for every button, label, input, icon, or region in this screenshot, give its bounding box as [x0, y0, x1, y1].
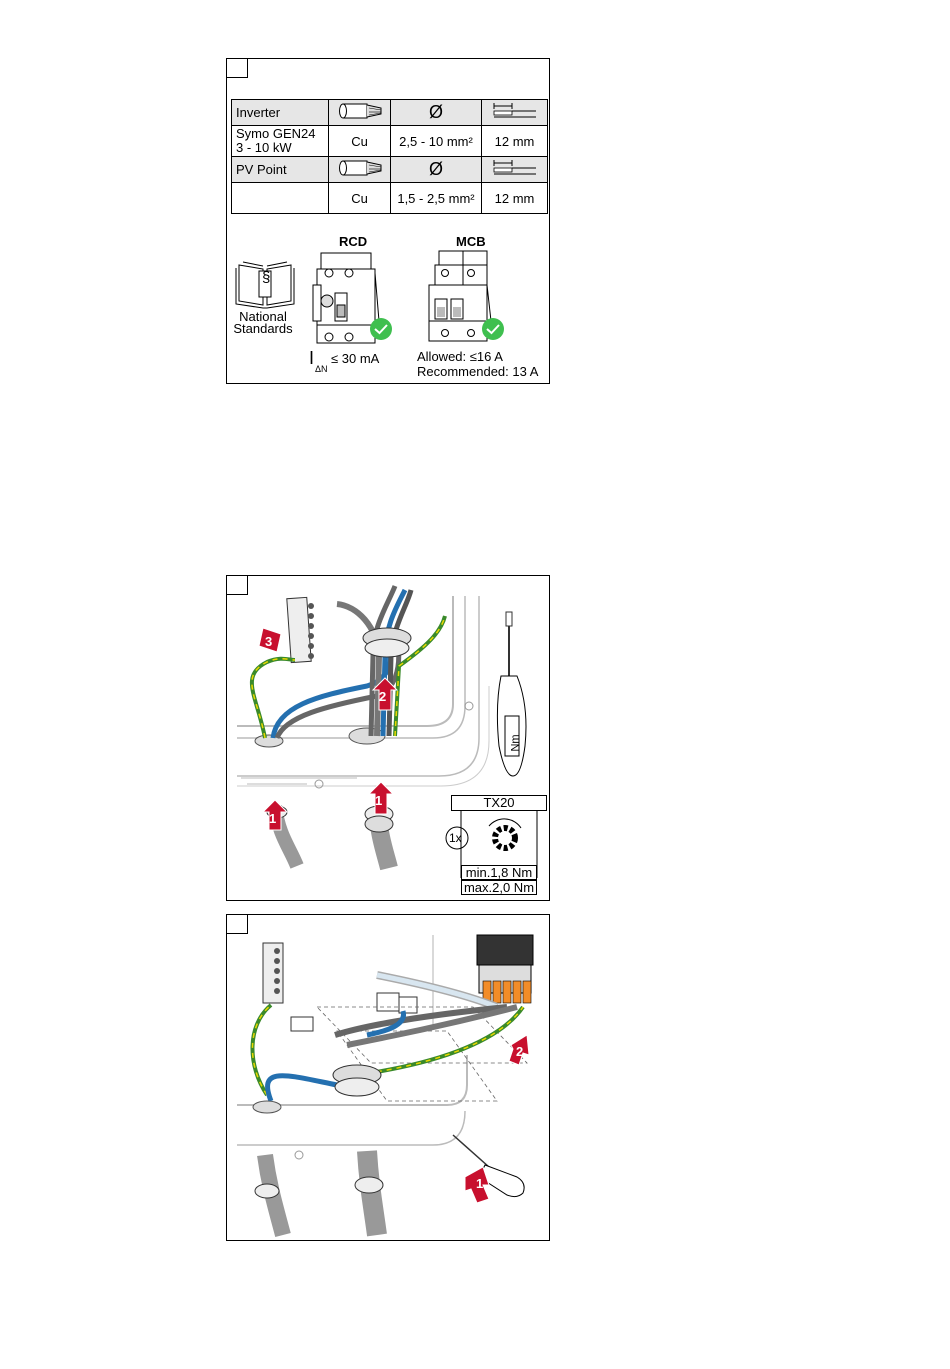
strip-length-icon [482, 100, 548, 126]
terminal-connection-illustration [227, 915, 550, 1241]
table-row: PV Point Ø [232, 157, 548, 183]
cross-section: 1,5 - 2,5 mm² [391, 183, 482, 214]
strip-length-icon [482, 157, 548, 183]
strip-length: 12 mm [482, 126, 548, 157]
mcb-recommended: Recommended: 13 A [417, 365, 538, 379]
table-row: Cu 1,5 - 2,5 mm² 12 mm [232, 183, 548, 214]
torque-min: min.1,8 Nm [461, 865, 537, 880]
count-label: 1x [449, 831, 462, 845]
diameter-symbol: Ø [391, 100, 482, 126]
cable-insertion-illustration [227, 576, 550, 901]
step-2: 2 [516, 1045, 523, 1059]
step-2: 2 [379, 690, 386, 704]
step-1: 1 [476, 1177, 483, 1191]
terminal-connection-panel: 1 2 [226, 914, 550, 1241]
cable-requirements-panel: Inverter Ø [226, 58, 550, 384]
rcd-title: RCD [339, 235, 367, 249]
table-row: Symo GEN24 3 - 10 kW Cu 2,5 - 10 mm² 12 … [232, 126, 548, 157]
rcd-check-icon [369, 317, 393, 341]
step-tab [226, 58, 248, 78]
cross-section: 2,5 - 10 mm² [391, 126, 482, 157]
device-label: Inverter [232, 100, 329, 126]
conductor-material: Cu [329, 183, 391, 214]
mcb-check-icon [481, 317, 505, 341]
device-model: Symo GEN24 3 - 10 kW [232, 126, 329, 157]
step-tab [226, 575, 248, 595]
step-1-right: 1 [375, 794, 382, 808]
step-tab [226, 914, 248, 934]
standards-line2: Standards [232, 322, 294, 336]
mcb-allowed: Allowed: ≤16 A [417, 350, 503, 364]
section-symbol: § [262, 271, 270, 285]
conductor-material: Cu [329, 126, 391, 157]
device-label: PV Point [232, 157, 329, 183]
step-1-left: 1 [269, 812, 276, 826]
cable-icon [329, 100, 391, 126]
device-model [232, 183, 329, 214]
strip-length: 12 mm [482, 183, 548, 214]
cable-spec-table: Inverter Ø [231, 99, 548, 214]
plug-terminal-icon [477, 935, 533, 1003]
diameter-symbol: Ø [391, 157, 482, 183]
rcd-rating: ≤ 30 mA [331, 352, 379, 366]
table-row: Inverter Ø [232, 100, 548, 126]
rcd-current-symbol: I [309, 351, 314, 365]
cable-insertion-panel: 1 1 2 3 Nm TX20 1x min.1,8 Nm max.2,0 Nm [226, 575, 550, 901]
torque-max: max.2,0 Nm [461, 880, 537, 895]
step-3: 3 [265, 635, 272, 649]
screwdriver-nm-label: Nm [509, 734, 523, 751]
cable-icon [329, 157, 391, 183]
torx-bit-label: TX20 [451, 795, 547, 811]
screwdriver-icon [453, 1135, 524, 1197]
mcb-title: MCB [456, 235, 486, 249]
rcd-current-subscript: ΔN [315, 362, 328, 376]
